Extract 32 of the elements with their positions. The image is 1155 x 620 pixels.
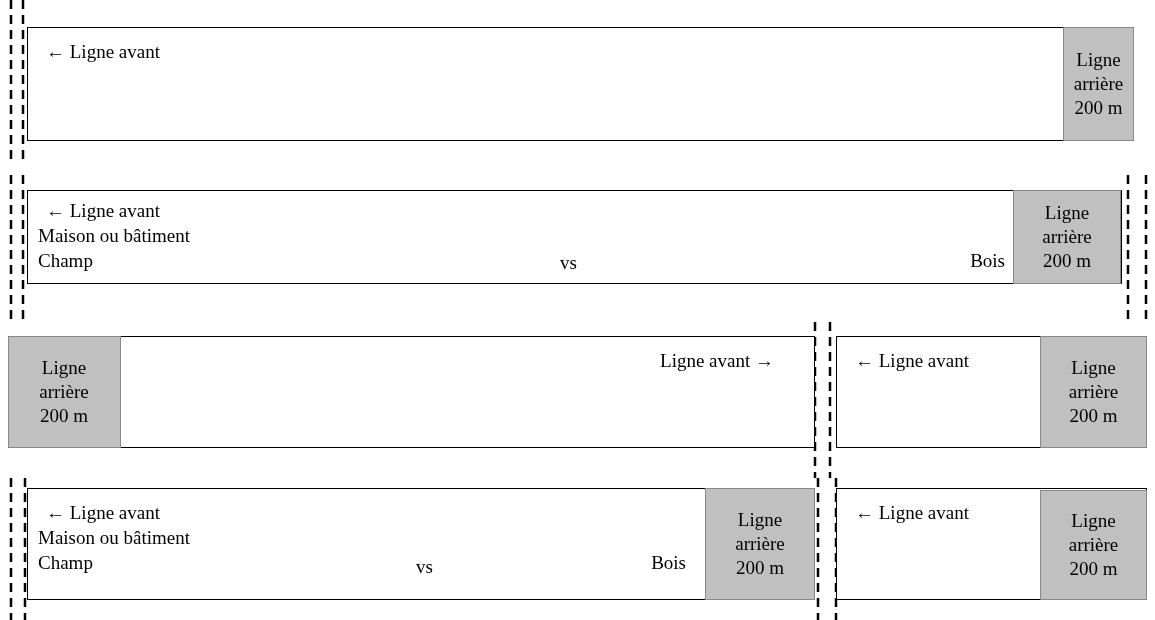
box-label: Ligne arrière 200 m	[1067, 355, 1120, 428]
box-label: Ligne arrière 200 m	[38, 355, 90, 428]
box-label: vs	[560, 251, 577, 275]
field-box	[27, 190, 1122, 284]
shaded-box	[1040, 490, 1147, 600]
box-label: Maison ou bâtiment	[38, 526, 190, 550]
box-label: Ligne avant →	[660, 349, 774, 373]
box-label: Ligne arrière 200 m	[1067, 509, 1120, 581]
box-label: ← Ligne avant	[46, 40, 160, 64]
box-label: Bois	[970, 249, 1005, 273]
shaded-box	[1063, 26, 1134, 141]
box-label: ← Ligne avant	[855, 349, 969, 373]
box-label: Ligne arrière 200 m	[734, 507, 786, 580]
field-box	[27, 27, 1134, 141]
box-label: Ligne arrière 200 m	[1041, 200, 1093, 273]
box-label: ← Ligne avant	[46, 501, 160, 525]
shaded-box	[1013, 189, 1121, 284]
box-label: ← Ligne avant	[46, 199, 160, 223]
shaded-box	[7, 335, 121, 448]
shaded-box	[705, 487, 815, 600]
box-label: Champ	[38, 551, 93, 575]
field-box	[27, 488, 815, 600]
box-label: Bois	[651, 551, 686, 575]
box-label: Maison ou bâtiment	[38, 224, 190, 248]
field-box	[836, 336, 1147, 448]
shaded-box	[1040, 335, 1147, 448]
box-label: Ligne arrière 200 m	[1072, 47, 1125, 120]
field-box	[836, 488, 1147, 600]
box-label: ← Ligne avant	[855, 501, 969, 525]
box-label: vs	[416, 555, 433, 579]
field-box	[8, 336, 815, 448]
box-label: Champ	[38, 249, 93, 273]
